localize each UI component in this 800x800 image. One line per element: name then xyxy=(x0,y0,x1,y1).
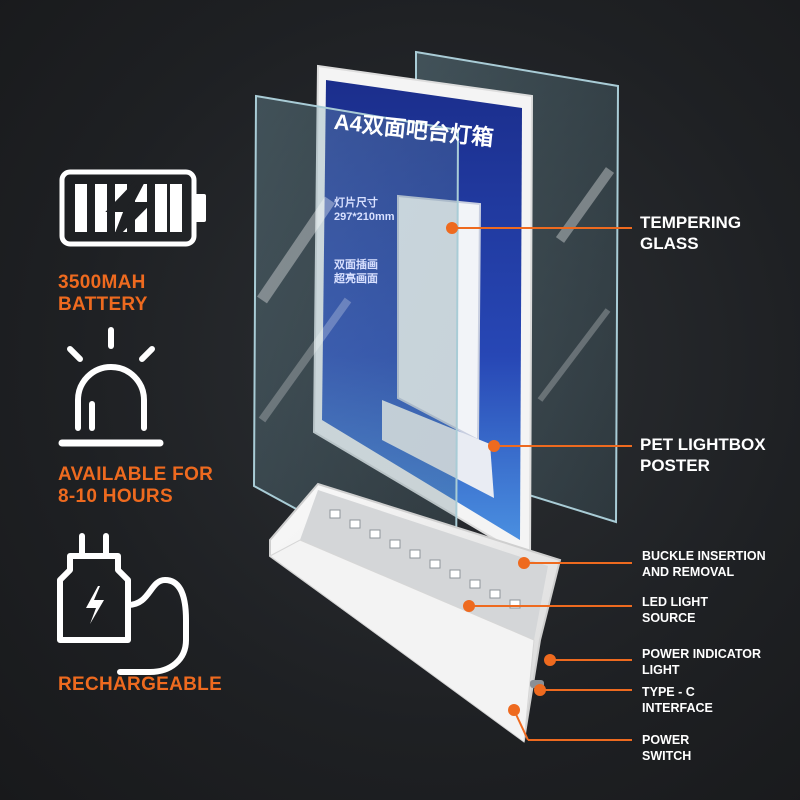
callout-power-switch: POWER SWITCH xyxy=(642,733,692,763)
poster-size-label: 灯片尺寸 297*210mm xyxy=(334,197,395,223)
feature-hours-label: AVAILABLE FOR 8-10 HOURS xyxy=(58,464,214,507)
feature-battery-label: 3500MAH BATTERY xyxy=(58,272,148,315)
callout-lines xyxy=(446,222,632,741)
callout-buckle: BUCKLE INSERTION AND REMOVAL xyxy=(642,549,766,579)
led-strip xyxy=(329,509,521,609)
charger-plug-icon xyxy=(57,533,189,675)
feature-rechargeable-label: RECHARGEABLE xyxy=(58,674,223,695)
callout-tempering-glass: TEMPERING GLASS xyxy=(640,213,742,253)
battery-charging-icon xyxy=(59,169,206,247)
callout-led-source: LED LIGHT SOURCE xyxy=(642,595,708,625)
callout-type-c: TYPE - C INTERFACE xyxy=(642,685,713,715)
callout-power-indicator: POWER INDICATOR LIGHT xyxy=(642,647,761,677)
callout-pet-poster: PET LIGHTBOX POSTER xyxy=(640,435,766,475)
siren-light-icon xyxy=(58,327,164,447)
poster-subtitle: 双面插画 超亮画面 xyxy=(334,259,378,285)
